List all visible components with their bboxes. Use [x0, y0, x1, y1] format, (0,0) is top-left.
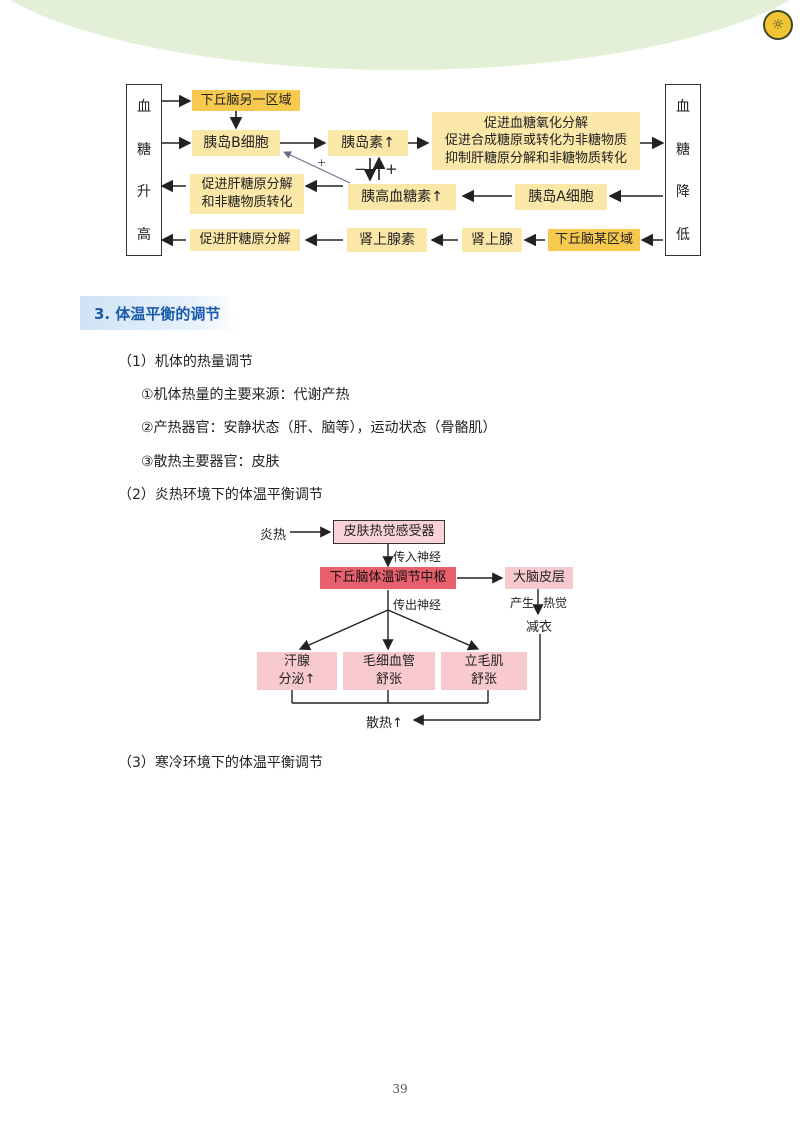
item-1b: ②产热器官：安静状态（肝、脑等），运动状态（骨骼肌）	[141, 420, 497, 436]
efferent-label: 传出神经	[393, 598, 442, 612]
glucagon-effect-1: 促进肝糖原分解	[201, 177, 293, 193]
sweat-gland-box: 汗腺 分泌↑	[257, 652, 337, 690]
afferent-label: 传入神经	[393, 550, 442, 564]
section-title: 3. 体温平衡的调节	[80, 296, 240, 330]
page-number: 39	[392, 1082, 408, 1096]
sweat-gland-name: 汗腺	[283, 653, 310, 669]
insulin-box: 胰岛素↑	[328, 130, 408, 156]
capillary-box: 毛细血管 舒张	[343, 652, 435, 690]
skin-receptor-box: 皮肤热觉感受器	[333, 520, 445, 544]
glucagon-effect-2: 和非糖物质转化	[201, 195, 293, 210]
insulin-effect-1: 促进血糖氧化分解	[483, 115, 588, 131]
fall-char-4: 低	[676, 226, 690, 243]
epinephrine-box: 肾上腺素	[347, 228, 427, 252]
item-2-heading: （2）炎热环境下的体温平衡调节	[118, 487, 323, 503]
produce-label: 产生	[510, 596, 535, 610]
minus-sign: −	[354, 160, 367, 178]
rise-char-4: 高	[137, 226, 151, 243]
heat-sense-label: 热觉	[543, 596, 568, 610]
plus-sign: +	[385, 160, 398, 178]
fall-char-2: 糖	[676, 141, 690, 158]
arrector-effect: 舒张	[470, 672, 497, 687]
hypothalamus-some-box: 下丘脑某区域	[548, 229, 640, 251]
rise-char-1: 血	[137, 99, 151, 116]
hypothalamus-other-box: 下丘脑另一区域	[192, 90, 300, 111]
glucagon-effects-box: 促进肝糖原分解 和非糖物质转化	[190, 174, 304, 214]
item-1c: ③散热主要器官：皮肤	[141, 454, 280, 470]
item-3-heading: （3）寒冷环境下的体温平衡调节	[118, 755, 323, 771]
item-1a: ①机体热量的主要来源：代谢产热	[141, 387, 350, 403]
rise-char-2: 糖	[137, 141, 151, 158]
blood-sugar-rise-box: 血 糖 升 高	[126, 84, 162, 256]
capillary-effect: 舒张	[375, 672, 402, 687]
cortex-box: 大脑皮层	[505, 567, 573, 589]
arrector-name: 立毛肌	[464, 653, 504, 669]
logo-icon: ☼	[763, 10, 793, 40]
fall-char-1: 血	[676, 99, 690, 116]
sweat-gland-effect: 分泌↑	[278, 672, 316, 687]
heat-diagram-arrows	[290, 526, 544, 726]
capillary-name: 毛细血管	[362, 653, 415, 669]
rise-char-3: 升	[137, 184, 151, 201]
heat-loss-label: 散热↑	[366, 716, 403, 731]
insulin-effect-2: 促进合成糖原或转化为非糖物质	[444, 133, 627, 149]
insulin-effect-3: 抑制肝糖原分解和非糖物质转化	[444, 150, 627, 166]
fall-char-3: 降	[676, 184, 690, 201]
liver-breakdown-box: 促进肝糖原分解	[190, 229, 300, 251]
item-1-heading: （1）机体的热量调节	[118, 354, 253, 370]
blood-sugar-fall-box: 血 糖 降 低	[665, 84, 701, 256]
hot-label: 炎热	[260, 528, 287, 543]
plus-sign-small: +	[317, 156, 327, 169]
arrector-box: 立毛肌 舒张	[441, 652, 527, 690]
blood-sugar-arrows	[160, 94, 665, 247]
adrenal-box: 肾上腺	[462, 228, 522, 252]
glucagon-box: 胰高血糖素↑	[348, 184, 456, 210]
beta-cell-box: 胰岛B细胞	[192, 130, 280, 156]
alpha-cell-box: 胰岛A细胞	[515, 184, 607, 210]
insulin-effects-box: 促进血糖氧化分解 促进合成糖原或转化为非糖物质 抑制肝糖原分解和非糖物质转化	[432, 112, 640, 170]
center-box: 下丘脑体温调节中枢	[320, 567, 456, 589]
reduce-clothes-label: 减衣	[526, 620, 553, 635]
